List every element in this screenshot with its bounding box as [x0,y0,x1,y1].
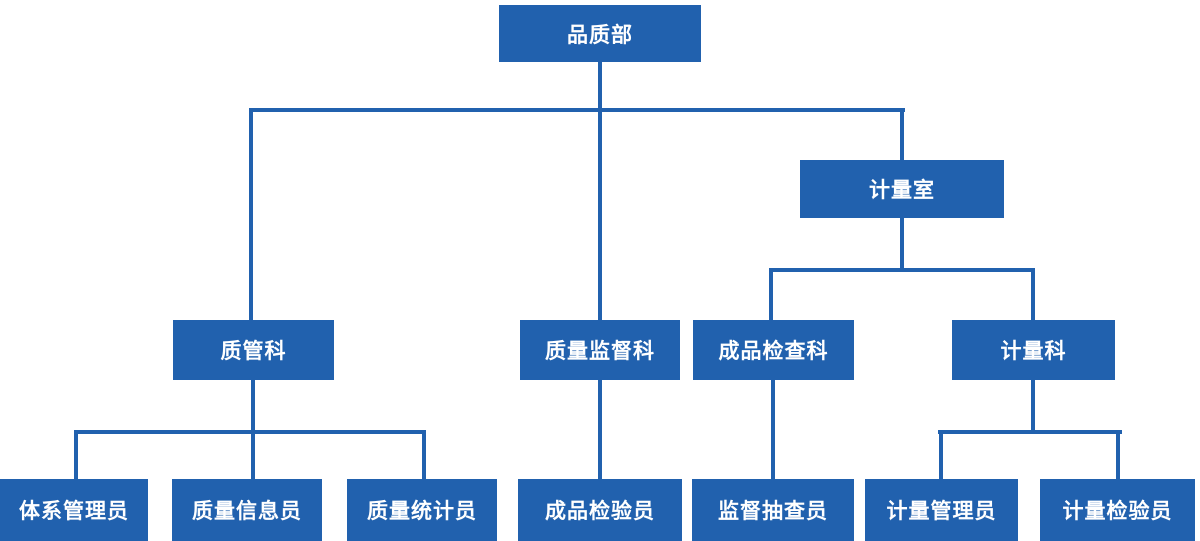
connector-drop-metrology-section [1031,268,1035,320]
connector-metrology-room-horizontal [769,268,1035,272]
connector-drop-system-admin [74,430,78,479]
connector-drop-quality-supervision [598,108,602,320]
connector-drop-finished-inspection-section [769,268,773,320]
org-node-metrology-room: 计量室 [800,160,1004,218]
org-node-quality-information-officer: 质量信息员 [172,479,322,541]
org-node-system-administrator: 体系管理员 [0,479,148,541]
connector-metrology-room-drop [900,218,904,272]
connector-quality-mgmt-horizontal [74,430,426,434]
connector-root-drop [598,62,602,112]
org-node-quality-statistician: 质量统计员 [347,479,497,541]
connector-drop-metrology-admin [939,430,943,479]
connector-metrology-section-horizontal [938,430,1122,434]
connector-metrology-section-drop [1031,380,1035,432]
org-node-quality-supervision-section: 质量监督科 [520,320,680,380]
org-node-finished-product-inspector: 成品检验员 [518,479,682,541]
connector-quality-supervision-drop [598,380,602,479]
org-node-quality-management-section: 质管科 [173,320,334,380]
org-node-metrology-administrator: 计量管理员 [865,479,1018,541]
org-node-metrology-inspector: 计量检验员 [1040,479,1195,541]
connector-tier1-horizontal [249,108,905,112]
org-node-supervision-sampling-inspector: 监督抽查员 [692,479,854,541]
connector-drop-metrology-room [900,108,904,160]
connector-drop-quality-statistician [422,430,426,479]
org-node-quality-department: 品质部 [499,5,701,62]
org-node-finished-product-inspection-section: 成品检查科 [693,320,854,380]
connector-quality-mgmt-drop [251,380,255,479]
connector-finished-inspection-drop [771,380,775,479]
org-node-metrology-section: 计量科 [952,320,1115,380]
connector-drop-quality-mgmt [249,108,253,320]
connector-drop-metrology-inspector [1116,430,1120,479]
